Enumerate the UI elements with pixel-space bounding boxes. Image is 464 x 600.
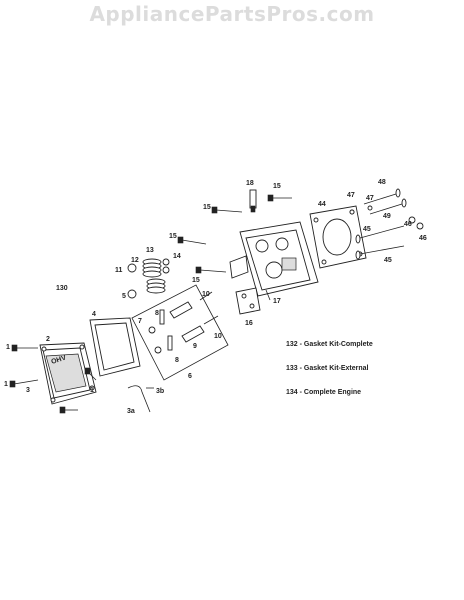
- callout: 4: [92, 311, 96, 318]
- callout: 45: [363, 226, 371, 233]
- callout: 15: [203, 204, 211, 211]
- callout: 6: [188, 373, 192, 380]
- watermark: AppliancePartsPros.com: [89, 2, 375, 26]
- head-gasket: [309, 205, 367, 269]
- callout: 10: [202, 291, 210, 298]
- head-bolts: [177, 194, 292, 274]
- parts-legend: 132 - Gasket Kit-Complete 133 - Gasket K…: [286, 341, 373, 396]
- callout-labels: 18 15 15 15 15 13 12 11 14 5 130 2 4 3 1…: [4, 179, 427, 415]
- callout: 3b: [156, 388, 164, 395]
- valve-springs: [127, 258, 170, 299]
- callout: 48: [378, 179, 386, 186]
- callout: 3a: [127, 408, 135, 415]
- callout: 7: [138, 318, 142, 325]
- callout: 15: [192, 277, 200, 284]
- callout: 47: [347, 192, 355, 199]
- callout: 18: [246, 180, 254, 187]
- callout: 46: [404, 221, 412, 228]
- cover-logo-text: OHV: [50, 354, 67, 365]
- callout: 8: [155, 310, 159, 317]
- callout: 2: [46, 336, 50, 343]
- callout: 3: [26, 387, 30, 394]
- callout: 8: [175, 357, 179, 364]
- callout: 1: [6, 344, 10, 351]
- valve-cover-gasket: [89, 317, 141, 377]
- callout: 1: [4, 381, 8, 388]
- callout: 9: [193, 343, 197, 350]
- callout: 14: [173, 253, 181, 260]
- cover-bolts: [9, 344, 97, 414]
- callout: 46: [419, 235, 427, 242]
- callout: 130: [56, 285, 68, 292]
- callout: 44: [318, 201, 326, 208]
- cylinder-head: [229, 221, 319, 301]
- spark-plug: [249, 189, 257, 213]
- rocker-parts-group: [131, 284, 229, 381]
- callout: 1: [90, 387, 94, 394]
- breather-tube: [127, 385, 154, 413]
- callout: 16: [245, 320, 253, 327]
- callout: 49: [383, 213, 391, 220]
- callout: 12: [131, 257, 139, 264]
- callout: 15: [273, 183, 281, 190]
- valves: [349, 188, 424, 260]
- callout: 45: [384, 257, 392, 264]
- callout: 47: [366, 195, 374, 202]
- callout: 10: [214, 333, 222, 340]
- exhaust-gasket: [235, 287, 261, 315]
- legend-item: 134 - Complete Engine: [286, 389, 361, 396]
- callout: 15: [169, 233, 177, 240]
- callout: 17: [273, 298, 281, 305]
- legend-item: 132 - Gasket Kit-Complete: [286, 341, 373, 348]
- callout: 13: [146, 247, 154, 254]
- valve-cover: OHV: [39, 342, 97, 405]
- callout: 11: [115, 267, 123, 274]
- legend-item: 133 - Gasket Kit-External: [286, 365, 369, 372]
- callout: 5: [122, 293, 126, 300]
